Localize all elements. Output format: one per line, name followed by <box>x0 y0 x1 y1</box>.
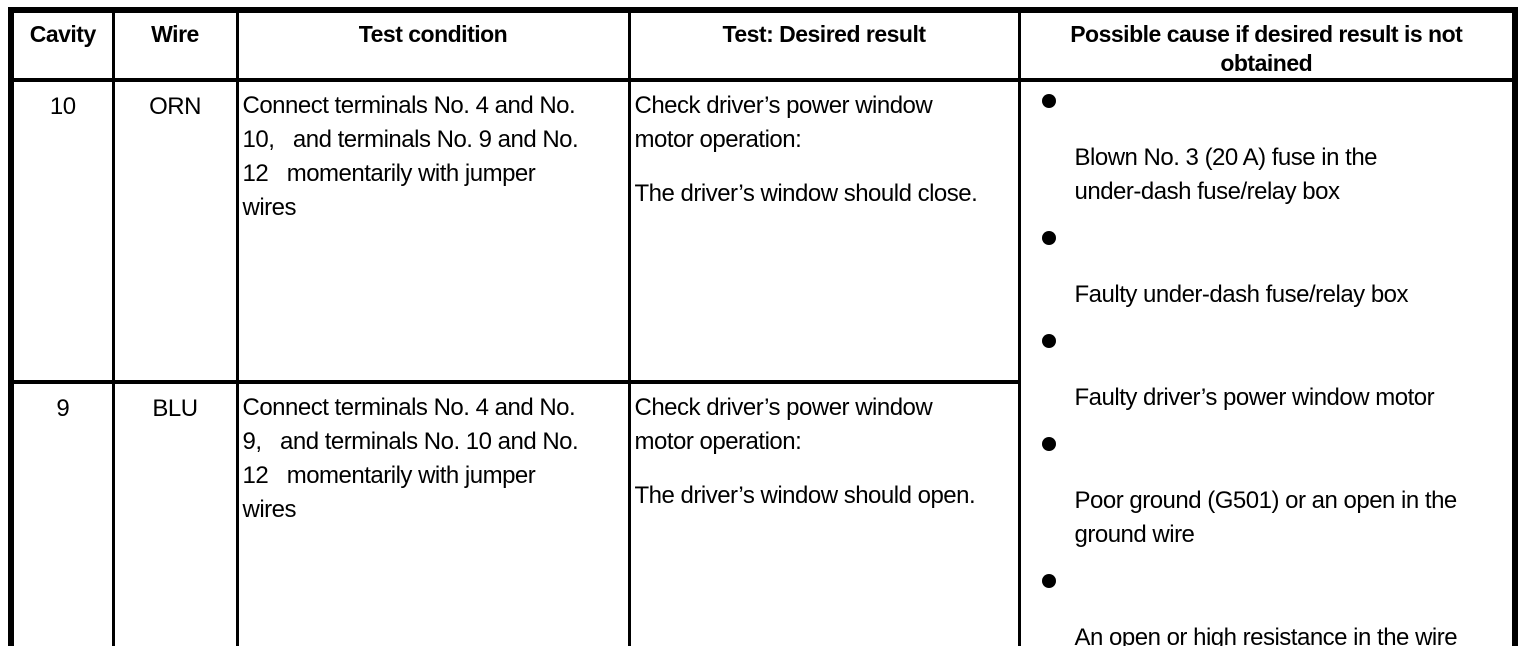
cavity-column-header: Cavity <box>9 8 115 82</box>
table-row: 9 BLU Connect terminals No. 4 and No. 9,… <box>9 380 1515 646</box>
cavity-value: 10 <box>49 93 76 120</box>
desired-result-final: The driver’s window should close. <box>634 180 978 207</box>
wire-color-value: ORN <box>149 93 201 120</box>
bullet-icon <box>1041 94 1056 108</box>
list-item: Blown No. 3 (20 A) fuse in the under-das… <box>1041 94 1513 209</box>
bullet-icon <box>1041 231 1056 245</box>
desired-result-final: The driver’s window should open. <box>634 482 976 510</box>
test-condition-cell: Connect terminals No. 4 and No. 9, and t… <box>235 380 631 646</box>
header-row: Cavity Wire Test condition Test: Desired… <box>9 8 1517 82</box>
wire-color-value: BLU <box>152 395 198 423</box>
desired-result-column-header: Test: Desired result <box>627 8 1021 82</box>
table-row: 10 ORN Connect terminals No. 4 and No. 1… <box>9 78 1517 646</box>
cause-text: An open or high resistance in the wire <box>1074 624 1458 646</box>
test-condition-cell: Connect terminals No. 4 and No. 10, and … <box>235 78 631 385</box>
possible-cause-cell: Blown No. 3 (20 A) fuse in the under-das… <box>1017 78 1517 646</box>
cause-text: Faulty driver’s power window motor <box>1074 384 1435 411</box>
desired-result-intro: Check driver’s power window motor operat… <box>634 92 933 153</box>
cause-text: Faulty under-dash fuse/relay box <box>1074 281 1409 308</box>
cavity-value: 9 <box>56 395 70 423</box>
wire-cell: ORN <box>111 78 239 385</box>
cause-text: Blown No. 3 (20 A) fuse in the under-das… <box>1074 144 1378 205</box>
troubleshooting-table: Cavity Wire Test condition Test: Desired… <box>8 7 1518 646</box>
bullet-icon <box>1041 574 1056 588</box>
list-item: Poor ground (G501) or an open in the gro… <box>1041 437 1513 552</box>
bullet-icon <box>1041 437 1056 451</box>
desired-result-cell: Check driver’s power window motor operat… <box>627 78 1021 385</box>
list-item: Faulty under-dash fuse/relay box <box>1041 231 1513 312</box>
wire-column-header: Wire <box>111 8 239 82</box>
test-condition-column-header: Test condition <box>235 8 631 82</box>
wire-cell: BLU <box>111 380 239 646</box>
desired-result-cell: Check driver’s power window motor operat… <box>627 380 1021 646</box>
possible-cause-column-header: Possible cause if desired result is not … <box>1017 8 1517 82</box>
cause-text: Poor ground (G501) or an open in the gro… <box>1074 487 1458 548</box>
bullet-icon <box>1041 334 1056 348</box>
test-condition-text: Connect terminals No. 4 and No. 10, and … <box>242 92 579 221</box>
cavity-cell: 10 <box>9 78 115 385</box>
list-item: Faulty driver’s power window motor <box>1041 334 1513 415</box>
test-condition-text: Connect terminals No. 4 and No. 9, and t… <box>242 394 579 524</box>
list-item: An open or high resistance in the wire <box>1041 574 1513 646</box>
cavity-cell: 9 <box>9 380 115 646</box>
desired-result-intro: Check driver’s power window motor operat… <box>634 394 933 456</box>
